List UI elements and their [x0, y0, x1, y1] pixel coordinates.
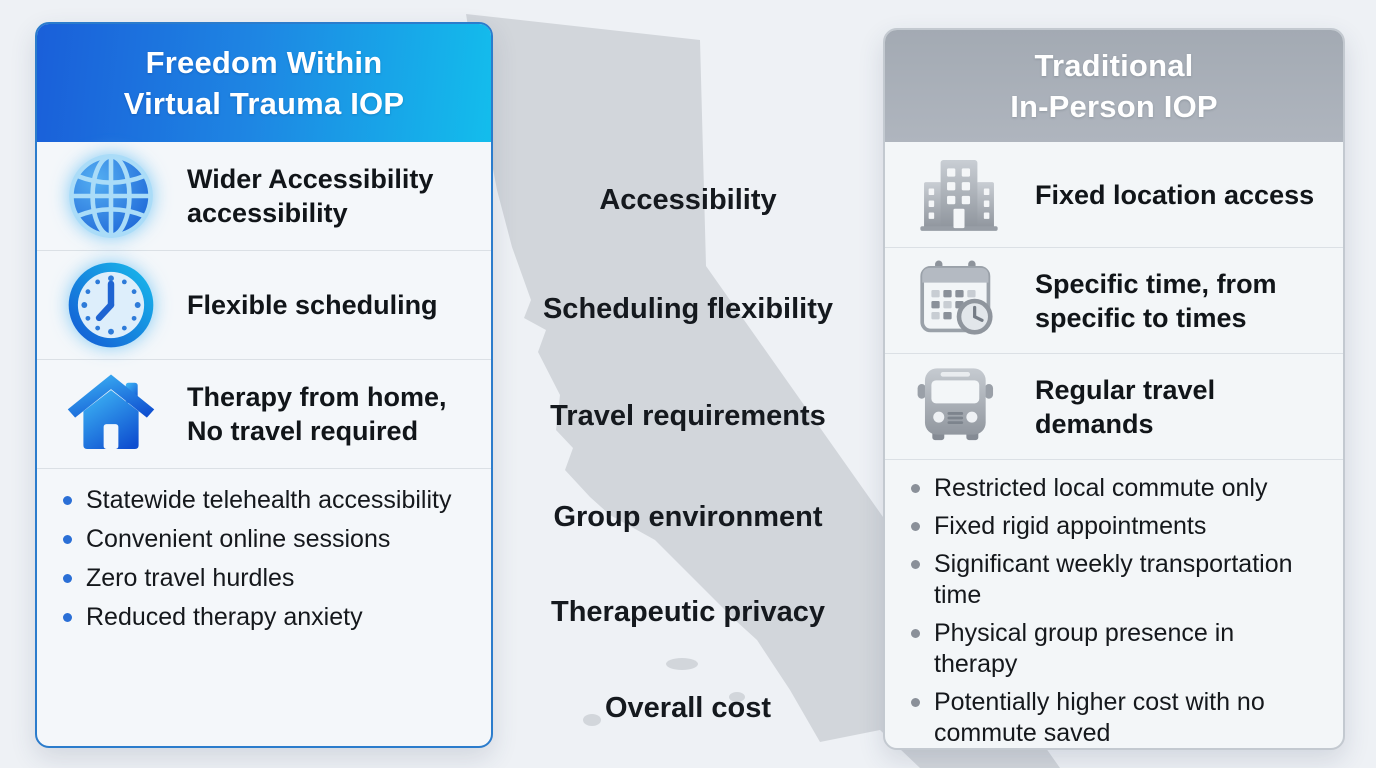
- feature-text: Regular travel demands: [1035, 374, 1216, 439]
- feature-text: Therapy from home, No travel required: [187, 382, 447, 446]
- feature-text: Specific time, from specific to times: [1035, 268, 1277, 333]
- bullet-dot: [911, 484, 920, 493]
- bullet-text: Restricted local commute only: [934, 474, 1268, 502]
- list-item: Statewide telehealth accessibility: [63, 485, 471, 516]
- bullet-text: Reduced therapy anxiety: [86, 603, 363, 631]
- inperson-iop-title-line2: In-Person IOP: [1010, 89, 1218, 124]
- building-icon: [907, 148, 1011, 242]
- feature-row-times: Specific time, from specific to times: [885, 248, 1343, 354]
- comparison-label-scheduling: Scheduling flexibility: [542, 293, 834, 325]
- feature-row-location: Fixed location access: [885, 142, 1343, 248]
- comparison-labels-column: Accessibility Scheduling flexibility Tra…: [495, 0, 881, 768]
- feature-text: Wider Accessibility accessibility: [187, 164, 434, 228]
- bullet-dot: [911, 698, 920, 707]
- calendar-clock-icon: [907, 254, 1011, 348]
- feature-row-scheduling: Flexible scheduling: [37, 251, 491, 360]
- feature-row-home: Therapy from home, No travel required: [37, 360, 491, 469]
- bullet-dot: [911, 629, 920, 638]
- bullet-text: Potentially higher cost with no commute …: [934, 688, 1265, 747]
- list-item: Potentially higher cost with no commute …: [911, 687, 1323, 748]
- inperson-iop-bullet-list: Restricted local commute only Fixed rigi…: [885, 460, 1343, 748]
- list-item: Reduced therapy anxiety: [63, 602, 471, 633]
- comparison-label-accessibility: Accessibility: [599, 184, 777, 216]
- feature-row-accessibility: Wider Accessibility accessibility: [37, 142, 491, 251]
- comparison-label-cost: Overall cost: [604, 692, 772, 724]
- inperson-iop-title-line1: Traditional: [1034, 48, 1194, 83]
- bullet-dot: [63, 613, 72, 622]
- bullet-text: Fixed rigid appointments: [934, 512, 1207, 540]
- house-icon: [59, 367, 163, 461]
- bullet-dot: [63, 496, 72, 505]
- bullet-dot: [63, 574, 72, 583]
- bus-icon: [907, 360, 1011, 454]
- feature-row-travel: Regular travel demands: [885, 354, 1343, 460]
- inperson-iop-card: Traditional In-Person IOP: [883, 28, 1345, 750]
- virtual-iop-card: Freedom Within Virtual Trauma IOP: [35, 22, 493, 748]
- list-item: Fixed rigid appointments: [911, 511, 1323, 542]
- virtual-iop-title-line1: Freedom Within: [145, 45, 383, 80]
- bullet-dot: [911, 560, 920, 569]
- globe-icon: [59, 149, 163, 243]
- feature-text: Fixed location access: [1035, 179, 1315, 210]
- bullet-text: Zero travel hurdles: [86, 564, 295, 592]
- bullet-text: Statewide telehealth accessibility: [86, 486, 452, 514]
- virtual-iop-title-line2: Virtual Trauma IOP: [123, 86, 405, 121]
- list-item: Significant weekly transportation time: [911, 549, 1323, 611]
- bullet-dot: [911, 522, 920, 531]
- bullet-text: Convenient online sessions: [86, 525, 391, 553]
- feature-text: Flexible scheduling: [187, 290, 438, 320]
- list-item: Physical group presence in therapy: [911, 618, 1323, 680]
- inperson-iop-header: Traditional In-Person IOP: [885, 30, 1343, 142]
- bullet-text: Significant weekly transportation time: [934, 550, 1293, 609]
- clock-icon: [59, 258, 163, 352]
- list-item: Convenient online sessions: [63, 524, 471, 555]
- virtual-iop-header: Freedom Within Virtual Trauma IOP: [37, 24, 491, 142]
- comparison-label-travel: Travel requirements: [550, 400, 826, 432]
- bullet-dot: [63, 535, 72, 544]
- bullet-text: Physical group presence in therapy: [934, 619, 1235, 678]
- comparison-label-privacy: Therapeutic privacy: [551, 596, 825, 628]
- virtual-iop-bullet-list: Statewide telehealth accessibility Conve…: [37, 469, 491, 651]
- list-item: Restricted local commute only: [911, 473, 1323, 504]
- list-item: Zero travel hurdles: [63, 563, 471, 594]
- comparison-label-group: Group environment: [553, 501, 823, 533]
